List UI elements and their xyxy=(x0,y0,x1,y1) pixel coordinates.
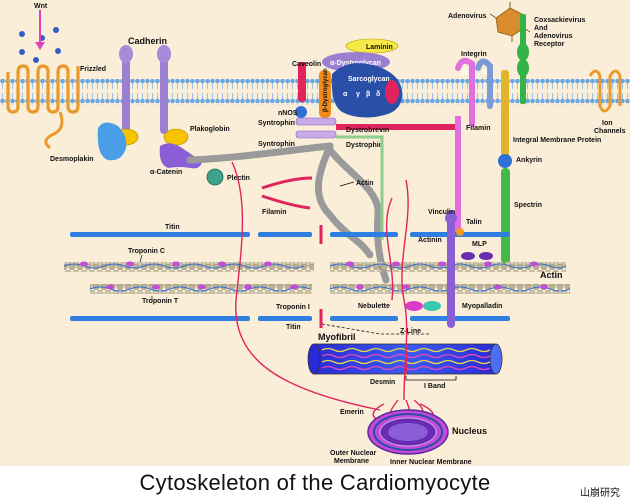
beta-dystroglycan-label: β-Dystroglycan xyxy=(323,68,329,112)
spectrin-label: Spectrin xyxy=(514,202,542,209)
actinin-label: Actinin xyxy=(418,237,442,244)
dystrophin-link xyxy=(336,135,384,240)
talin-label: Talin xyxy=(466,219,482,226)
integrin-beta-label: β xyxy=(462,66,468,76)
titin-filaments xyxy=(70,225,510,328)
i-band-label: I Band xyxy=(424,383,445,390)
cadherin-label: Cadherin xyxy=(128,36,167,46)
cytoskeleton-diagram: Wnt Frizzled Cadherin Plakoglobin Desmop… xyxy=(0,0,630,466)
sarcoglycan-label: Sarcoglycan xyxy=(348,76,390,83)
ankyrin-label: Ankyrin xyxy=(516,157,542,164)
frizzled-receptor xyxy=(6,64,80,114)
sarcospan xyxy=(385,80,399,104)
filamin-right xyxy=(455,116,461,232)
titin-bottom-label: Titin xyxy=(286,324,301,331)
syntrophin-bottom-label: Syntrophin xyxy=(258,141,295,148)
dystrophin-chain-top xyxy=(186,142,334,164)
sarcoglycan xyxy=(331,63,403,118)
myofibril-label: Myofibril xyxy=(318,332,356,342)
ankyrin xyxy=(498,154,512,168)
wnt-group xyxy=(19,10,61,63)
actin-chain xyxy=(326,146,390,284)
actinin xyxy=(447,210,455,328)
sarco-gamma-label: γ xyxy=(356,91,360,98)
dystrophin-chain-mid xyxy=(314,142,374,259)
syntrophin-top-label: Syntrophin xyxy=(258,120,295,127)
filamin-left xyxy=(261,176,313,210)
dystrobrevin-label: Dystrobrevin xyxy=(346,127,389,134)
i-band-bracket xyxy=(405,376,457,381)
filamin-left-label: Filamin xyxy=(262,209,287,216)
myopalladin xyxy=(423,301,441,311)
mlp-label: MLP xyxy=(472,241,487,248)
troponin-t-label: Troponin T xyxy=(142,298,179,305)
cell-membrane xyxy=(0,79,630,105)
wnt-label: Wnt xyxy=(34,3,48,10)
nebulette xyxy=(405,301,423,311)
troponin-i-label: Troponin I xyxy=(276,304,310,311)
myopalladin-label: Myopalladin xyxy=(462,303,502,310)
filamin-right-label: Filamin xyxy=(466,125,491,132)
alpha-catenin-label: α-Catenin xyxy=(150,169,182,176)
syntrophin-top xyxy=(295,117,337,126)
desmoplakin-label: Desmoplakin xyxy=(50,156,94,163)
z-line-label: Z-Line xyxy=(400,328,421,335)
ion-channels xyxy=(588,69,622,113)
syntrophin-bottom xyxy=(295,130,337,139)
sarco-beta-label: β xyxy=(366,91,371,98)
mlp-b xyxy=(479,252,493,260)
laminin xyxy=(345,38,399,54)
plectin xyxy=(206,168,224,186)
dystrophin-label: Dystrophin xyxy=(346,142,383,149)
desmin-label: Desmin xyxy=(370,379,395,386)
cadherin xyxy=(119,45,171,134)
dystrobrevin-bar xyxy=(336,124,456,130)
integrin-alpha-label: α xyxy=(482,66,488,76)
caveolin-label: Caveolin xyxy=(292,61,321,68)
caveolin xyxy=(298,62,306,102)
actin-top-label: Actin xyxy=(356,180,374,187)
nucleus xyxy=(367,409,449,455)
integrin-beta xyxy=(455,57,475,127)
actin-right-label: Actin xyxy=(540,270,563,280)
sarco-delta-label: δ xyxy=(376,91,380,98)
integral-membrane-label: Integral Membrane Protein xyxy=(513,137,601,144)
beta-dystroglycan xyxy=(319,70,331,118)
plakoglobin-label: Plakoglobin xyxy=(190,126,230,133)
vinculin xyxy=(445,212,457,224)
laminin-label: Laminin xyxy=(366,44,393,51)
integrin-alpha xyxy=(475,58,493,109)
caption-bar: Cytoskeleton of the Cardiomyocyte 山崩研究 xyxy=(0,466,630,501)
caption-title: Cytoskeleton of the Cardiomyocyte xyxy=(139,470,491,495)
inner-nuclear-membrane-label: Inner Nuclear Membrane xyxy=(390,459,472,466)
spectrin xyxy=(501,168,510,264)
titin-top-label: Titin xyxy=(165,224,180,231)
integral-membrane-protein xyxy=(501,70,509,160)
nnos xyxy=(295,106,307,118)
emerin-label: Emerin xyxy=(340,409,364,416)
nebulette-label: Nebulette xyxy=(358,303,390,310)
z-line-guide xyxy=(321,323,430,335)
talin xyxy=(456,228,464,236)
desmoplakin xyxy=(97,122,127,161)
adenovirus-label: Adenovirus xyxy=(448,13,487,20)
troponin-c-label: Troponin C xyxy=(128,248,165,255)
nucleus-label: Nucleus xyxy=(452,426,487,436)
mlp-a xyxy=(461,252,475,260)
plakoglobin-right xyxy=(163,128,189,146)
nnos-label: nNOS xyxy=(278,110,298,117)
frizzled-tail xyxy=(44,111,64,150)
vinculin-label: Vinculin xyxy=(428,209,455,216)
sarco-alpha-label: α xyxy=(343,91,348,98)
integrin-label: Integrin xyxy=(461,51,487,58)
caption-credit: 山崩研究 xyxy=(580,488,620,499)
troponin-markers xyxy=(80,261,548,290)
frizzled-label: Frizzled xyxy=(80,66,106,73)
